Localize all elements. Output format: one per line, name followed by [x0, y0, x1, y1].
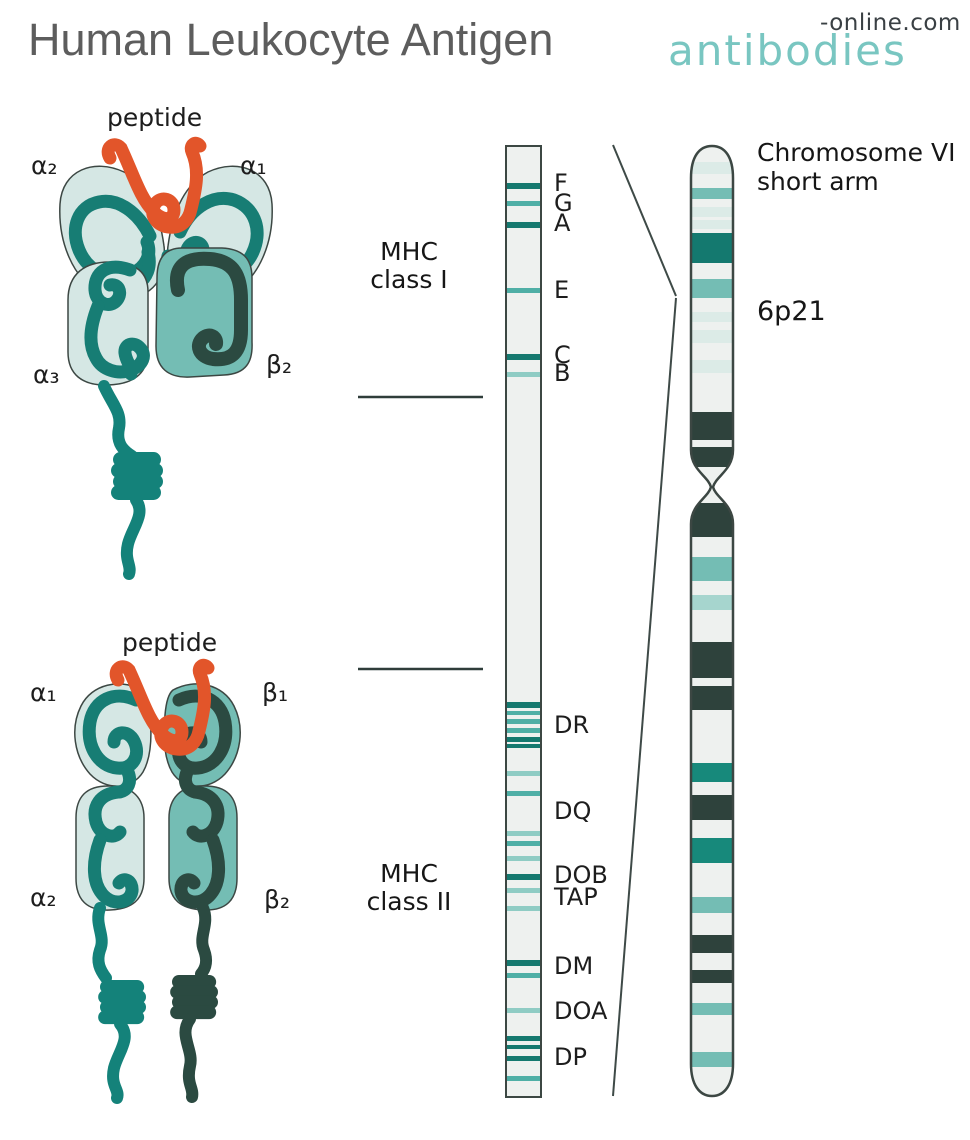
- chromosome-6-ideogram: [689, 144, 735, 1098]
- chromosome-band: [691, 207, 733, 217]
- gene-band: [507, 1076, 540, 1081]
- gene-band-DR: [507, 702, 540, 708]
- gene-label-DM: DM: [554, 952, 594, 980]
- beta1-domain-label-class2: β₁: [262, 678, 288, 707]
- chromosome-band: [691, 838, 733, 863]
- chromosome-band: [691, 557, 733, 581]
- gene-label-A: A: [554, 209, 571, 237]
- chromosome-band: [691, 1052, 733, 1067]
- membrane-anchor-tails: [92, 902, 218, 1104]
- gene-band: [507, 906, 540, 911]
- gene-label-TAP: TAP: [554, 883, 598, 911]
- chromosome-band: [691, 1003, 733, 1015]
- alpha2-domain-label-class1: α₂: [31, 151, 58, 180]
- gene-band: [507, 771, 540, 776]
- peptide-label-class2: peptide: [122, 628, 218, 657]
- chromosome-band: [691, 330, 733, 343]
- gene-band: [507, 1036, 540, 1041]
- chromosome-band: [691, 686, 733, 710]
- gene-band-B: [507, 372, 540, 377]
- chromosome-band: [691, 279, 733, 298]
- gene-band: [507, 728, 540, 733]
- mhc-class-2-molecule: [74, 665, 241, 1104]
- gene-label-DOA: DOA: [554, 997, 608, 1025]
- gene-band: [507, 719, 540, 724]
- antibodies-online-logo: antibodies: [668, 26, 907, 75]
- chromosome-band: [691, 360, 733, 373]
- zoom-connector-lines: [612, 144, 677, 1097]
- gene-label-DOB: DOB: [554, 861, 608, 889]
- page-title: Human Leukocyte Antigen: [28, 14, 554, 65]
- gene-band: [507, 841, 540, 846]
- gene-band: [507, 856, 540, 861]
- chromosome-band: [691, 503, 733, 537]
- chromosome-band: [691, 642, 733, 678]
- chromosome-band: [691, 188, 733, 199]
- gene-band-A: [507, 222, 540, 228]
- gene-band-DQ: [507, 831, 540, 836]
- gene-band-G: [507, 201, 540, 206]
- chromosome-band: [691, 220, 733, 229]
- peptide-label-class1: peptide: [107, 103, 203, 132]
- chromosome-band: [691, 970, 733, 983]
- gene-band: [507, 737, 540, 742]
- mhc-class-1-region-label: MHC class I: [370, 237, 448, 294]
- gene-band: [507, 1045, 540, 1049]
- gene-label-G: G: [554, 189, 573, 217]
- gene-label-B: B: [554, 359, 571, 387]
- chromosome-band: [691, 412, 733, 440]
- alpha3-domain-label-class1: α₃: [33, 360, 60, 389]
- alpha1-domain-label-class1: α₁: [240, 151, 267, 180]
- chromosome-band: [691, 233, 733, 263]
- gene-band-C: [507, 354, 540, 360]
- chromosome-band: [691, 595, 733, 610]
- gene-label-DQ: DQ: [554, 797, 592, 825]
- chromosome-band: [691, 935, 733, 953]
- chromosome-band: [691, 763, 733, 782]
- alpha1-domain-label-class2: α₁: [30, 678, 57, 707]
- gene-band-DOA: [507, 1008, 540, 1013]
- beta2-domain-label-class2: β₂: [264, 885, 290, 914]
- gene-label-DR: DR: [554, 711, 590, 739]
- chromosome-band: [691, 447, 733, 467]
- chromosome-title: Chromosome VI short arm: [757, 138, 956, 196]
- gene-band: [507, 791, 540, 796]
- gene-band-DP: [507, 1056, 540, 1061]
- gene-label-E: E: [554, 276, 570, 304]
- logo-domain-suffix: -online.com: [820, 10, 961, 36]
- gene-label-DP: DP: [554, 1043, 587, 1071]
- chromosome-locus-label: 6p21: [757, 296, 826, 327]
- chromosome-band: [691, 312, 733, 322]
- chromosome-band: [691, 162, 733, 174]
- chromosome-band: [691, 897, 733, 913]
- chromosome-band: [691, 795, 733, 820]
- gene-band-TAP: [507, 888, 540, 893]
- gene-label-F: F: [554, 169, 568, 197]
- gene-label-C: C: [554, 341, 571, 369]
- membrane-anchor-tail: [98, 380, 163, 580]
- gene-band-F: [507, 183, 540, 189]
- mhc-class-2-region-label: MHC class II: [366, 859, 452, 916]
- gene-band-DOB: [507, 874, 540, 880]
- gene-band-DM: [507, 960, 540, 966]
- mhc-class-1-molecule: [59, 143, 273, 580]
- gene-band: [507, 711, 540, 715]
- gene-band: [507, 744, 540, 748]
- class-divider-lines: [358, 395, 483, 671]
- alpha2-domain-label-class2: α₂: [30, 883, 57, 912]
- gene-band-E: [507, 288, 540, 293]
- hla-gene-map-strip: [505, 145, 542, 1098]
- beta2m-domain-label-class1: β₂: [266, 350, 292, 379]
- gene-band: [507, 973, 540, 978]
